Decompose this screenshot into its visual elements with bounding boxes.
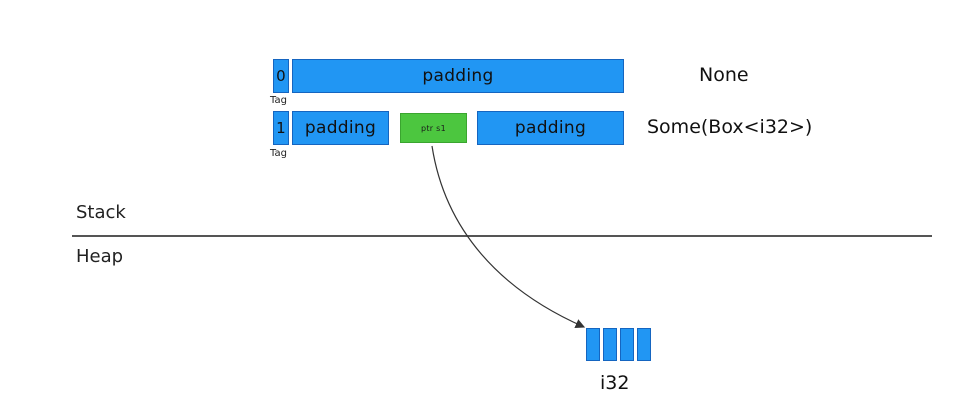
none-variant-label: None bbox=[699, 64, 749, 86]
some-padding-left-box: padding bbox=[292, 111, 389, 145]
pointer-label: ptr s1 bbox=[420, 123, 447, 133]
none-tag-label: Tag bbox=[270, 95, 287, 106]
some-tag-value: 1 bbox=[276, 119, 286, 137]
pointer-box: ptr s1 bbox=[400, 113, 467, 143]
heap-cell-1 bbox=[586, 328, 600, 361]
heap-cell-4 bbox=[637, 328, 651, 361]
heap-label: Heap bbox=[76, 246, 124, 267]
some-padding-right-box: padding bbox=[477, 111, 624, 145]
some-padding-left-label: padding bbox=[304, 118, 377, 138]
heap-cell-2 bbox=[603, 328, 617, 361]
some-padding-right-label: padding bbox=[514, 118, 587, 138]
heap-cell-3 bbox=[620, 328, 634, 361]
none-padding-box: padding bbox=[292, 59, 624, 93]
none-padding-label: padding bbox=[422, 66, 494, 86]
stack-heap-divider bbox=[72, 235, 932, 237]
some-tag-box: 1 bbox=[273, 111, 289, 145]
none-tag-value: 0 bbox=[276, 67, 286, 85]
some-tag-label: Tag bbox=[270, 148, 287, 159]
heap-value-label: i32 bbox=[600, 372, 630, 394]
stack-label: Stack bbox=[76, 202, 126, 223]
none-tag-box: 0 bbox=[273, 59, 289, 93]
some-variant-label: Some(Box<i32>) bbox=[647, 116, 813, 138]
